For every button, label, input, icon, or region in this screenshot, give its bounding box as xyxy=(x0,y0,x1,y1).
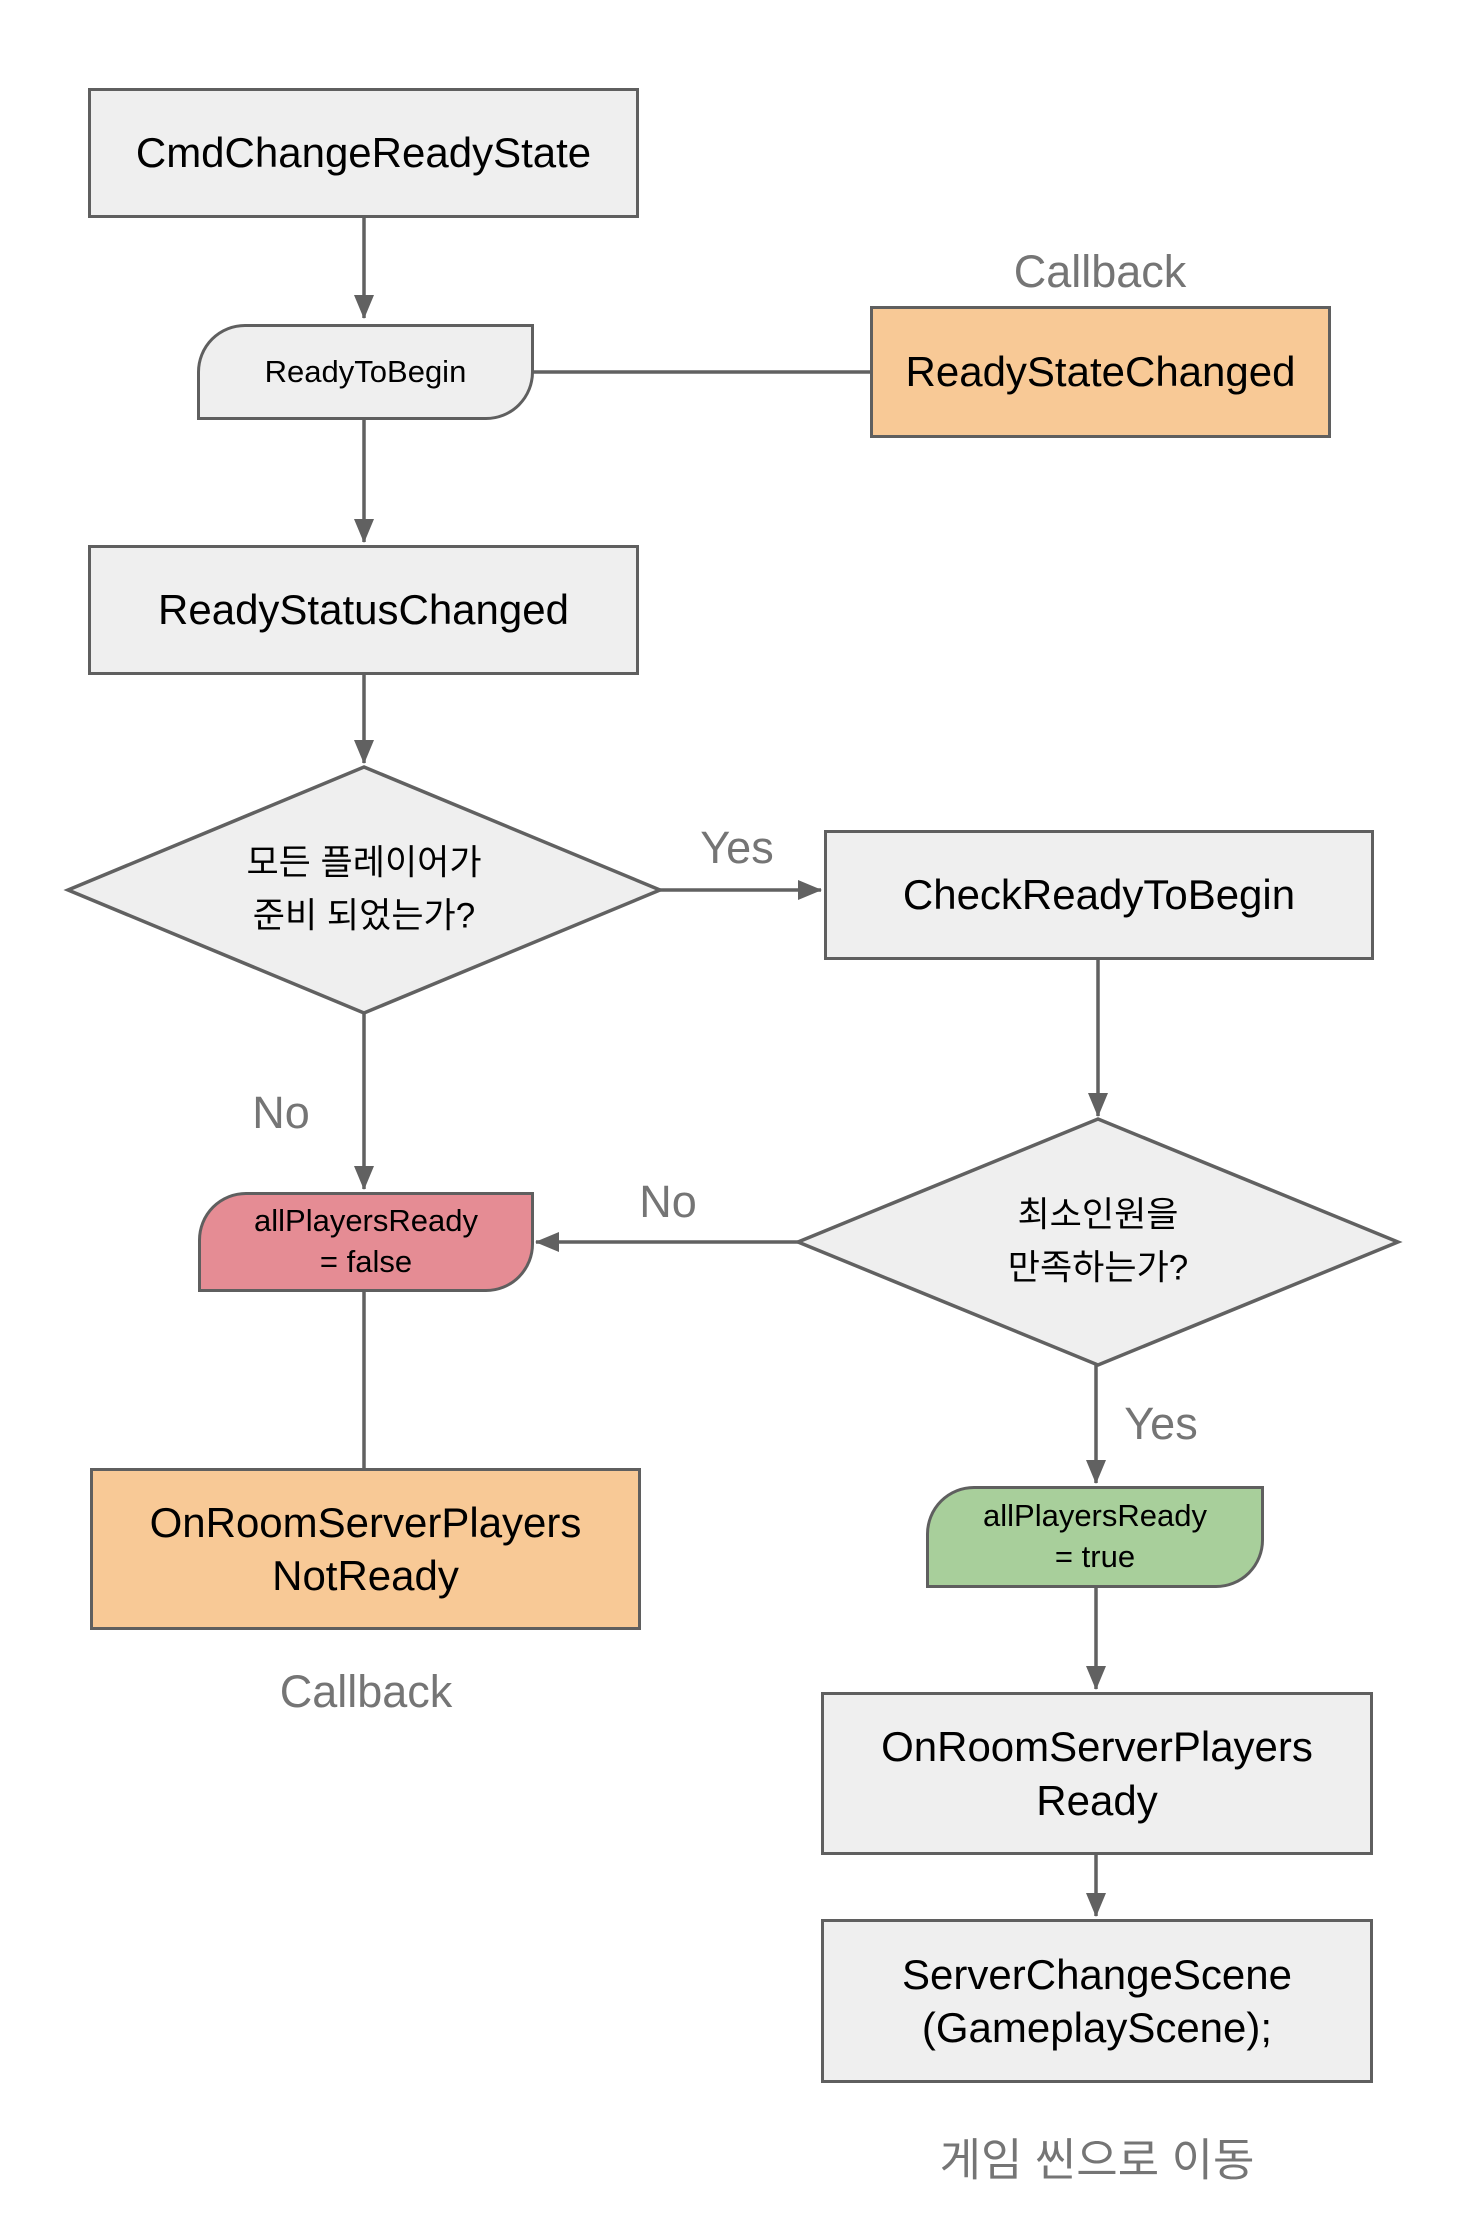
node-ready-to-begin: ReadyToBegin xyxy=(197,324,534,420)
node-server-change-scene: ServerChangeScene (GameplayScene); xyxy=(821,1919,1373,2083)
decision-min-players xyxy=(793,1117,1403,1367)
decision-all-players-ready-label: 모든 플레이어가 준비 되었는가? xyxy=(246,843,482,936)
node-ready-status-changed: ReadyStatusChanged xyxy=(88,545,639,675)
node-ready-state-changed: ReadyStateChanged xyxy=(870,306,1331,438)
decision-min-players-label: 최소인원을 만족하는가? xyxy=(1007,1195,1189,1288)
node-check-ready-to-begin: CheckReadyToBegin xyxy=(824,830,1374,960)
node-cmd-change-ready-state: CmdChangeReadyState xyxy=(88,88,639,218)
node-all-players-ready-false: allPlayersReady = false xyxy=(198,1192,534,1292)
label-yes-min-players: Yes xyxy=(1124,1398,1198,1449)
decision-all-players-ready xyxy=(63,765,665,1015)
node-on-room-server-players-not-ready: OnRoomServerPlayers NotReady xyxy=(90,1468,641,1630)
label-move-to-game-scene: 게임 씬으로 이동 xyxy=(939,2134,1255,2186)
label-callback-top: Callback xyxy=(1013,246,1187,297)
label-no-min-players: No xyxy=(639,1176,697,1227)
label-yes-all-players: Yes xyxy=(700,822,774,873)
node-on-room-server-players-ready: OnRoomServerPlayers Ready xyxy=(821,1692,1373,1855)
label-callback-bottom: Callback xyxy=(279,1666,453,1717)
label-no-all-players: No xyxy=(252,1087,310,1138)
node-all-players-ready-true: allPlayersReady = true xyxy=(926,1486,1264,1588)
